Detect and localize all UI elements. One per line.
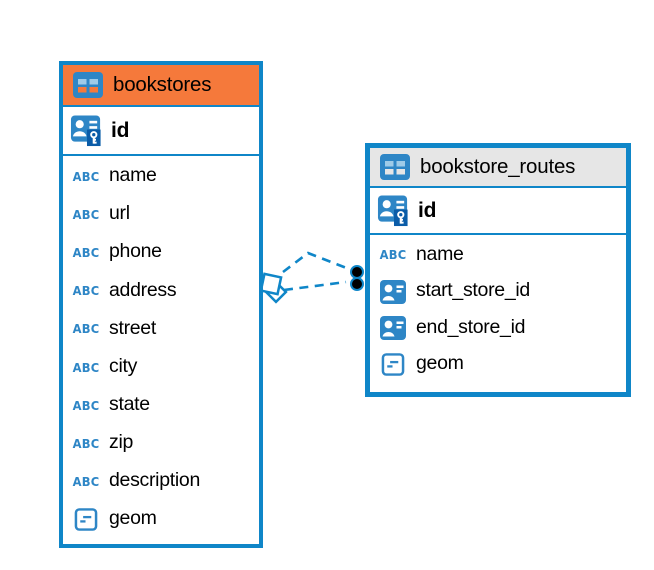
primary-key-icon <box>70 114 101 146</box>
column-name: zip <box>109 430 134 453</box>
table-header[interactable]: bookstores <box>63 65 259 107</box>
column-row[interactable]: ABC zip <box>63 425 259 463</box>
column-row[interactable]: ABC city <box>63 348 259 386</box>
column-row[interactable]: ABC url <box>63 196 259 234</box>
table-header[interactable]: bookstore_routes <box>370 148 626 188</box>
text-type-icon: ABC <box>72 398 100 413</box>
column-row[interactable]: ABC geom <box>370 347 626 384</box>
column-name: address <box>109 278 177 301</box>
double-dot-marker-icon <box>350 265 364 291</box>
relation-line-lower <box>283 280 347 292</box>
relation-line-upper <box>282 251 350 274</box>
column-name: name <box>109 164 157 187</box>
column-name: state <box>109 392 150 415</box>
text-type-icon: ABC <box>72 169 100 185</box>
text-type-icon: ABC <box>72 322 100 337</box>
geometry-type-icon <box>74 508 98 532</box>
reference-type-icon <box>380 316 406 341</box>
column-name: geom <box>109 507 157 530</box>
column-row[interactable]: ABC phone <box>63 234 259 272</box>
column-row[interactable]: ABC geom <box>63 501 259 539</box>
column-row[interactable]: ABC state <box>63 387 259 425</box>
diamond-marker-icon <box>259 272 288 304</box>
columns-list: ABC name <box>63 156 259 539</box>
table-bookstores[interactable]: bookstores id ABC <box>59 61 263 548</box>
column-row[interactable]: ABC address <box>63 272 259 310</box>
text-type-icon: ABC <box>72 207 100 223</box>
column-name: start_store_id <box>416 279 530 301</box>
text-type-icon: ABC <box>72 283 100 299</box>
column-name: geom <box>416 352 464 374</box>
column-row[interactable]: ABC street <box>63 310 259 348</box>
column-name: name <box>416 242 464 265</box>
text-type-icon: ABC <box>72 474 100 490</box>
column-row[interactable]: ABC name <box>63 158 259 196</box>
primary-key-row[interactable]: id <box>370 188 626 235</box>
column-row[interactable]: ABC start_store_id <box>370 274 626 311</box>
column-name: url <box>109 202 130 225</box>
primary-key-name: id <box>111 118 130 142</box>
table-title: bookstore_routes <box>420 155 576 178</box>
column-row[interactable]: ABC end_store_id <box>370 310 626 347</box>
column-row[interactable]: ABC name <box>370 237 626 274</box>
primary-key-row[interactable]: id <box>63 107 259 156</box>
geometry-type-icon <box>381 353 405 377</box>
column-name: phone <box>109 240 162 263</box>
primary-key-name: id <box>418 198 437 222</box>
column-name: city <box>109 354 138 377</box>
columns-list: ABC name <box>370 235 626 383</box>
text-type-icon: ABC <box>72 360 100 375</box>
table-icon <box>73 72 103 98</box>
table-icon <box>380 154 410 180</box>
text-type-icon: ABC <box>379 247 407 263</box>
text-type-icon: ABC <box>72 436 100 452</box>
reference-type-icon <box>380 279 406 304</box>
column-name: description <box>109 469 201 492</box>
column-row[interactable]: ABC description <box>63 463 259 501</box>
primary-key-icon <box>377 194 408 226</box>
column-name: street <box>109 316 156 339</box>
text-type-icon: ABC <box>72 245 100 261</box>
table-bookstore-routes[interactable]: bookstore_routes id ABC <box>365 143 631 397</box>
column-name: end_store_id <box>416 315 526 338</box>
table-title: bookstores <box>113 73 212 96</box>
